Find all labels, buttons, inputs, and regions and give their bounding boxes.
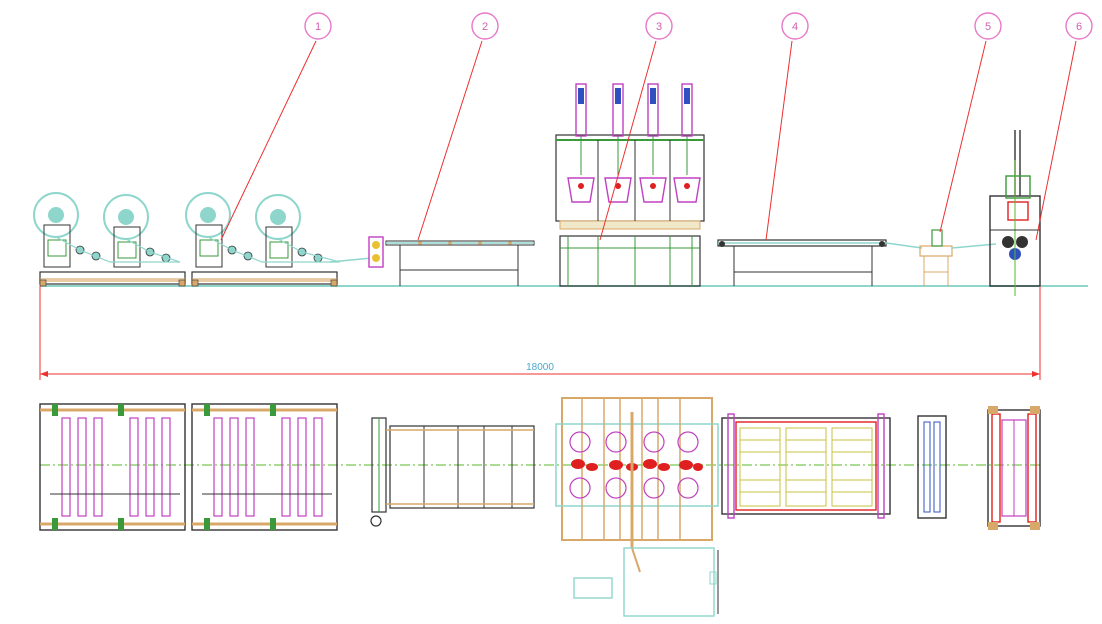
plan-view <box>39 397 1041 617</box>
unwinder-station <box>33 192 373 287</box>
cylinder <box>647 83 659 175</box>
reel <box>103 194 149 240</box>
callout-4: 4 <box>765 12 809 241</box>
callouts: 1 2 3 4 5 6 <box>220 12 1093 241</box>
callout-1: 1 <box>220 12 332 241</box>
reel <box>255 194 301 240</box>
cylinder <box>612 83 624 175</box>
unwinder-plan <box>39 403 338 531</box>
control-cabinet <box>573 547 719 617</box>
overall-dimension: 18000 <box>39 286 1041 380</box>
callout-number-3: 3 <box>656 21 662 33</box>
press-station <box>555 83 705 287</box>
cylinder <box>681 83 693 175</box>
dimension-label: 18000 <box>526 362 554 373</box>
callout-number-2: 2 <box>482 21 488 33</box>
callout-number-6: 6 <box>1076 21 1082 33</box>
reel <box>185 192 231 238</box>
cutter-plan <box>987 406 1041 530</box>
callout-number-1: 1 <box>315 21 321 33</box>
feed-table-station <box>368 236 535 286</box>
callout-5: 5 <box>939 12 1002 233</box>
cylinder <box>575 83 587 175</box>
callout-2: 2 <box>417 12 499 241</box>
reel <box>33 192 79 238</box>
transfer-table-plan <box>721 413 891 519</box>
callout-3: 3 <box>599 12 673 241</box>
press-plan <box>555 397 719 573</box>
cutter-station <box>989 130 1041 296</box>
guide-unit-plan <box>917 415 947 519</box>
feed-table-plan <box>370 417 535 527</box>
transfer-table-station <box>717 239 923 286</box>
side-elevation-view <box>33 83 1088 296</box>
callout-6: 6 <box>1035 12 1093 241</box>
callout-number-5: 5 <box>985 21 991 33</box>
callout-number-4: 4 <box>792 21 798 33</box>
guide-unit-station <box>919 229 997 286</box>
